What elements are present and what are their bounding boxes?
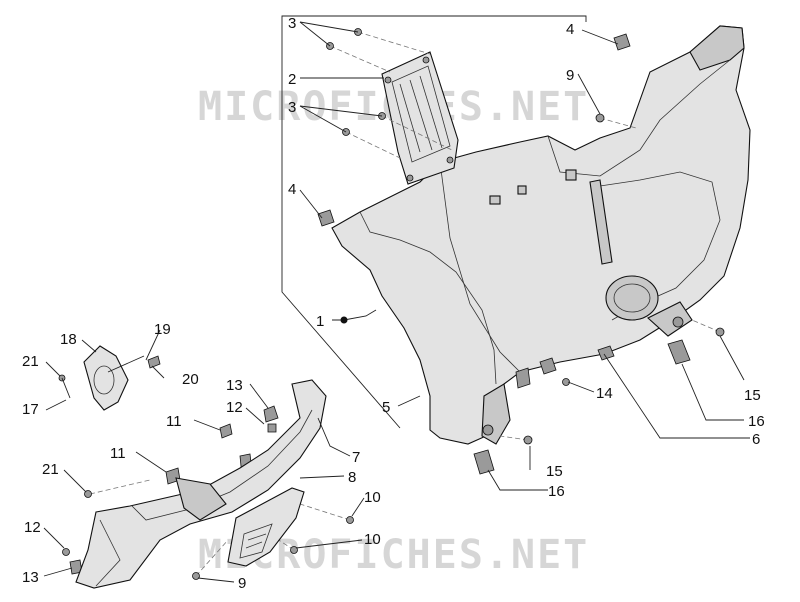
callout-3-top: 3 bbox=[288, 15, 296, 32]
callout-13-bottom: 13 bbox=[22, 569, 39, 586]
callout-16-right: 16 bbox=[748, 413, 765, 430]
callout-11-top: 11 bbox=[166, 413, 182, 430]
callout-19: 19 bbox=[154, 321, 171, 338]
callout-4-top: 4 bbox=[566, 21, 574, 38]
callout-21-mid: 21 bbox=[42, 461, 59, 478]
callout-14: 14 bbox=[596, 385, 613, 402]
callout-labels: 3 2 3 4 4 9 1 5 6 14 15 16 15 16 18 19 2… bbox=[22, 15, 765, 592]
callout-5: 5 bbox=[382, 399, 390, 416]
callout-12-top: 12 bbox=[226, 399, 243, 416]
hardware-items bbox=[317, 28, 725, 475]
trim-strip-part bbox=[75, 379, 327, 589]
callout-12-bottom: 12 bbox=[24, 519, 41, 536]
callout-4-left: 4 bbox=[288, 181, 296, 198]
callout-11-mid: 11 bbox=[110, 445, 126, 462]
grille-plate-part bbox=[381, 51, 459, 185]
callout-8: 8 bbox=[348, 469, 356, 486]
callout-7: 7 bbox=[352, 449, 360, 466]
leg-shield-part bbox=[331, 25, 751, 445]
assembly-dashes bbox=[89, 31, 721, 577]
callout-20: 20 bbox=[182, 371, 199, 388]
callout-3-mid: 3 bbox=[288, 99, 296, 116]
callout-1: 1 bbox=[316, 313, 324, 330]
callout-17: 17 bbox=[22, 401, 39, 418]
callout-9-bottom: 9 bbox=[238, 575, 246, 592]
leader-lines bbox=[43, 21, 750, 583]
callout-15-bottom: 15 bbox=[546, 463, 563, 480]
callout-21-left: 21 bbox=[22, 353, 39, 370]
callout-9-top: 9 bbox=[566, 67, 574, 84]
part-1-marker bbox=[340, 316, 348, 324]
lower-cover-part bbox=[227, 487, 305, 567]
callout-10-bottom: 10 bbox=[364, 531, 381, 548]
assembly-bracket bbox=[281, 15, 587, 429]
callout-2: 2 bbox=[288, 71, 296, 88]
callout-10-top: 10 bbox=[364, 489, 381, 506]
callout-13-top: 13 bbox=[226, 377, 243, 394]
callout-6: 6 bbox=[752, 431, 760, 448]
callout-18: 18 bbox=[60, 331, 77, 348]
callout-16-bottom: 16 bbox=[548, 483, 565, 500]
callout-15-right: 15 bbox=[744, 387, 761, 404]
